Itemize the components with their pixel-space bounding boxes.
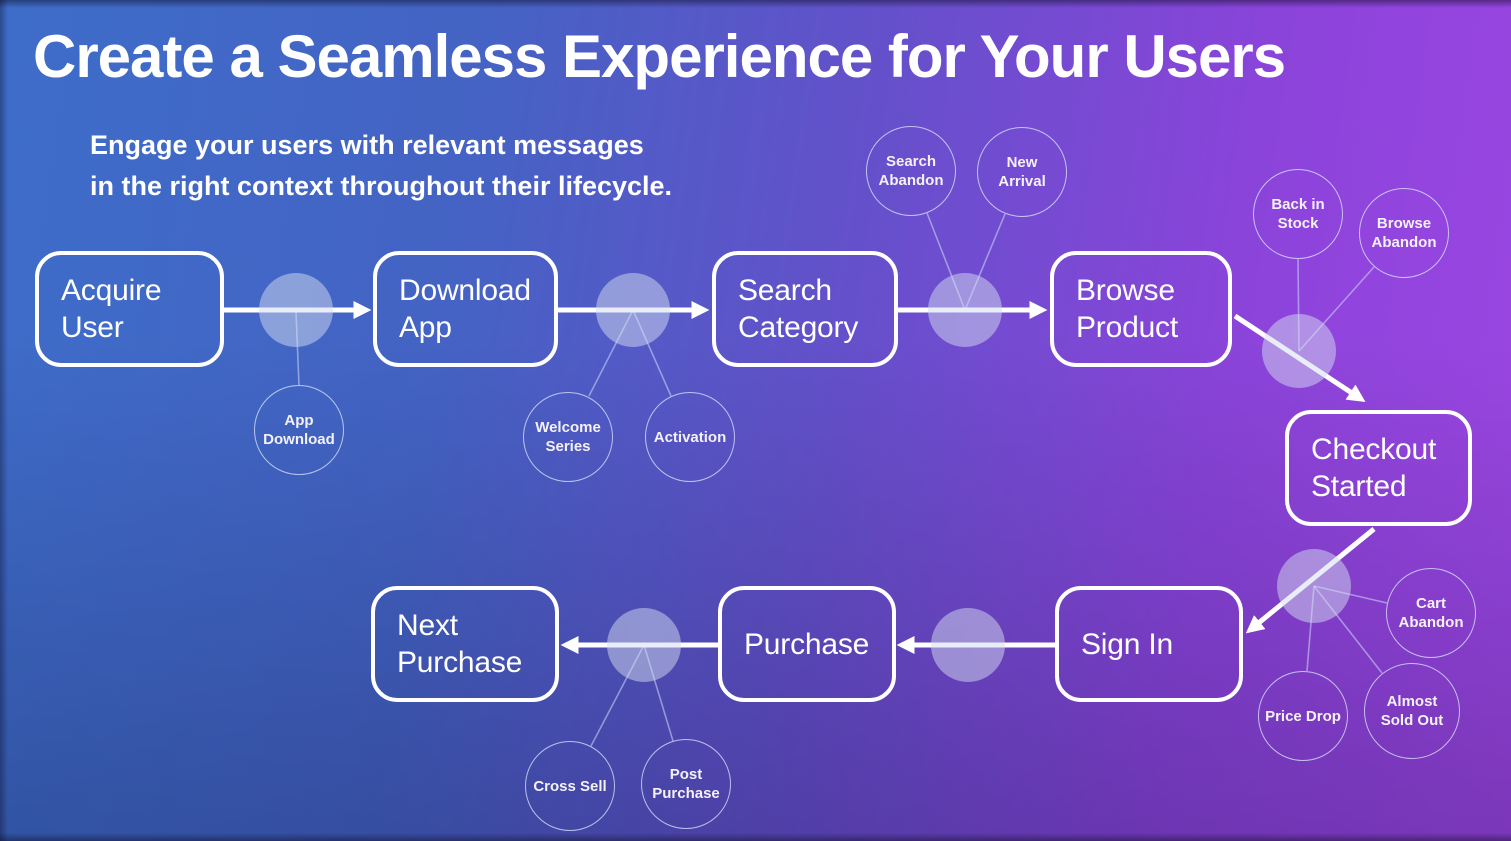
stage-acquire-user: Acquire User: [35, 251, 224, 367]
campaign-label: Cart Abandon: [1398, 595, 1464, 631]
connector-node: [607, 608, 681, 682]
stage-label: Acquire User: [61, 274, 162, 344]
campaign-label: Activation: [653, 428, 727, 446]
campaign-almost-sold-out: Almost Sold Out: [1364, 663, 1460, 759]
stage-label: Browse Product: [1076, 274, 1178, 344]
connector-node: [931, 608, 1005, 682]
subtitle-line-2: in the right context throughout their li…: [90, 171, 673, 201]
page-title: Create a Seamless Experience for Your Us…: [33, 23, 1286, 90]
stage-label: Checkout Started: [1311, 433, 1437, 503]
campaign-label: Post Purchase: [652, 766, 720, 802]
stage-purchase: Purchase: [718, 586, 896, 702]
campaign-cart-abandon: Cart Abandon: [1386, 568, 1476, 658]
screen-edge-shade: [0, 0, 8, 841]
connector-node: [259, 273, 333, 347]
stage-label: Purchase: [744, 627, 870, 661]
campaign-label: Welcome Series: [535, 419, 601, 455]
stage-download-app: Download App: [373, 251, 558, 367]
stage-search-category: Search Category: [712, 251, 898, 367]
campaign-label: Search Abandon: [878, 153, 944, 189]
stage-browse-product: Browse Product: [1050, 251, 1232, 367]
campaign-label: Price Drop: [1265, 707, 1341, 725]
campaign-back-in-stock: Back in Stock: [1253, 169, 1343, 259]
connector-node: [1262, 314, 1336, 388]
campaign-label: Cross Sell: [533, 777, 607, 795]
connector-node: [928, 273, 1002, 347]
campaign-activation: Activation: [645, 392, 735, 482]
campaign-label: Browse Abandon: [1371, 215, 1437, 251]
screen-edge-shade: [0, 0, 1511, 8]
campaign-app-download: App Download: [254, 385, 344, 475]
campaign-price-drop: Price Drop: [1258, 671, 1348, 761]
connector-node: [596, 273, 670, 347]
stage-label: Sign In: [1081, 627, 1173, 661]
campaign-search-abandon: Search Abandon: [866, 126, 956, 216]
campaign-cross-sell: Cross Sell: [525, 741, 615, 831]
page-subtitle: Engage your users with relevant messages…: [90, 125, 810, 207]
stage-sign-in: Sign In: [1055, 586, 1243, 702]
campaign-post-purchase: Post Purchase: [641, 739, 731, 829]
campaign-label: App Download: [263, 412, 335, 448]
stage-label: Next Purchase: [397, 609, 523, 679]
stage-label: Download App: [399, 274, 531, 344]
campaign-browse-abandon: Browse Abandon: [1359, 188, 1449, 278]
connector-node: [1277, 549, 1351, 623]
stage-checkout-started: Checkout Started: [1285, 410, 1472, 526]
campaign-new-arrival: New Arrival: [977, 127, 1067, 217]
campaign-label: Almost Sold Out: [1380, 693, 1444, 729]
screen-edge-shade: [0, 833, 1511, 841]
stage-label: Search Category: [738, 274, 859, 344]
campaign-welcome-series: Welcome Series: [523, 392, 613, 482]
stage-next-purchase: Next Purchase: [371, 586, 559, 702]
campaign-label: Back in Stock: [1271, 196, 1325, 232]
campaign-label: New Arrival: [998, 154, 1046, 190]
subtitle-line-1: Engage your users with relevant messages: [90, 130, 644, 160]
